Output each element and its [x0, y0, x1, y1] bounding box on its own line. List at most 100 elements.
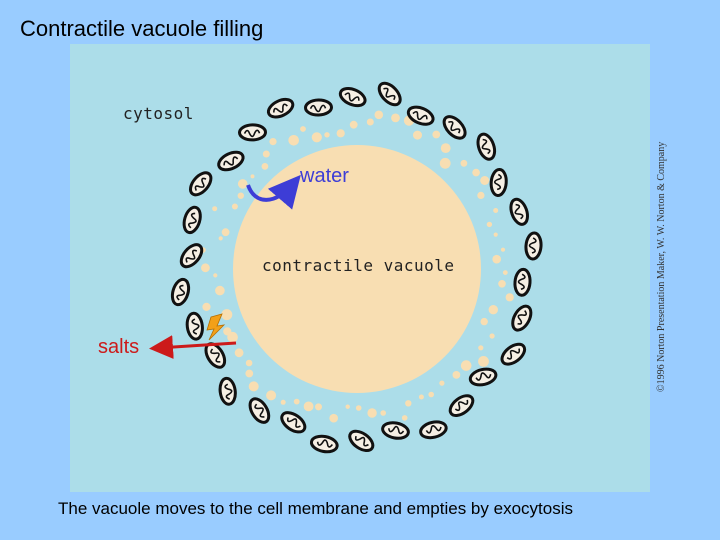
organelle — [218, 376, 237, 406]
vesicle — [478, 345, 484, 351]
organelle — [377, 81, 402, 107]
vesicle — [221, 309, 233, 321]
organelle — [238, 123, 267, 142]
vesicle — [324, 132, 330, 138]
organelle — [489, 168, 508, 197]
vesicle — [472, 168, 480, 177]
organelle — [248, 397, 271, 424]
organelle — [468, 367, 498, 387]
vesicle — [498, 280, 506, 288]
vesicle — [492, 254, 502, 264]
vesicle — [223, 327, 232, 336]
organelle — [189, 171, 213, 197]
copyright-notice: ©1996 Norton Presentation Maker, W. W. N… — [656, 141, 667, 392]
water-arrow-icon — [246, 174, 301, 210]
organelle — [509, 197, 529, 226]
vesicle — [489, 333, 495, 339]
vesicle — [303, 401, 314, 412]
organelle — [170, 277, 191, 307]
cytosol-label: cytosol — [123, 104, 194, 123]
vesicle — [439, 380, 445, 386]
lightning-bolt-icon — [206, 313, 226, 341]
vesicle — [221, 228, 230, 237]
organelle — [179, 243, 204, 269]
vesicle — [250, 174, 255, 179]
vesicle — [478, 356, 489, 367]
vesicle — [280, 399, 286, 405]
organelle — [280, 411, 307, 434]
vesicle — [293, 398, 300, 405]
vesicle — [231, 203, 238, 210]
vesicle — [391, 113, 400, 123]
organelle — [381, 421, 410, 440]
slide-title: Contractile vacuole filling — [20, 16, 264, 41]
vesicle-ring — [200, 110, 514, 423]
vesicle — [374, 110, 384, 120]
vesicle — [261, 163, 269, 170]
vesicle — [213, 273, 218, 278]
vesicle — [432, 130, 441, 139]
vesicle — [480, 176, 490, 185]
vesicle — [493, 208, 499, 213]
organelle — [513, 267, 532, 297]
organelle — [442, 115, 467, 140]
vesicle — [201, 263, 210, 273]
vesicle — [413, 130, 422, 140]
vesicle — [349, 120, 358, 129]
vesicle — [418, 394, 424, 400]
organelle — [348, 429, 375, 453]
vesicle — [234, 348, 244, 358]
organelle — [338, 87, 367, 108]
vesicle — [452, 371, 461, 379]
vesicle — [245, 369, 254, 378]
vesicle — [493, 232, 498, 237]
organelle — [419, 420, 448, 440]
vesicle — [366, 118, 374, 126]
organelle — [304, 98, 333, 117]
organelle — [406, 105, 435, 126]
organelle — [266, 97, 295, 119]
vesicle — [237, 179, 248, 189]
vesicle — [237, 192, 244, 199]
vesicle — [439, 157, 451, 169]
vesicle — [266, 390, 277, 401]
vesicle — [311, 132, 322, 143]
salts-arrow-icon — [149, 335, 237, 360]
vesicle — [405, 400, 412, 407]
vesicle — [345, 404, 350, 409]
water-label: water — [300, 165, 349, 187]
vesicle — [477, 191, 485, 199]
vesicle — [262, 150, 270, 158]
vesicle — [460, 360, 472, 371]
vesicle — [329, 413, 339, 423]
vesicle — [355, 405, 362, 411]
vesicle — [380, 410, 387, 416]
vesicle — [269, 138, 277, 146]
vesicle — [488, 305, 498, 315]
vesicle — [367, 408, 377, 418]
organelle — [185, 311, 204, 341]
organelle — [476, 132, 497, 161]
vesicle — [227, 331, 238, 343]
vesicle — [315, 403, 322, 411]
organelle — [524, 231, 543, 261]
organelle — [217, 150, 245, 172]
vesicle — [215, 285, 225, 296]
vesicle — [212, 206, 218, 212]
vesicle — [440, 143, 451, 154]
vesicle — [336, 129, 345, 138]
vesicle — [428, 391, 435, 398]
vesicle — [460, 159, 468, 167]
vesicle — [486, 221, 493, 228]
vesicle — [218, 236, 223, 241]
slide-caption: The vacuole moves to the cell membrane a… — [58, 499, 573, 518]
vesicle — [245, 359, 253, 367]
vesicle — [401, 415, 408, 421]
organelle — [511, 304, 533, 332]
vacuole-label: contractile vacuole — [262, 256, 455, 275]
vesicle — [500, 247, 506, 252]
organelle — [448, 394, 475, 417]
organelle — [309, 434, 339, 454]
organelle — [182, 205, 202, 235]
